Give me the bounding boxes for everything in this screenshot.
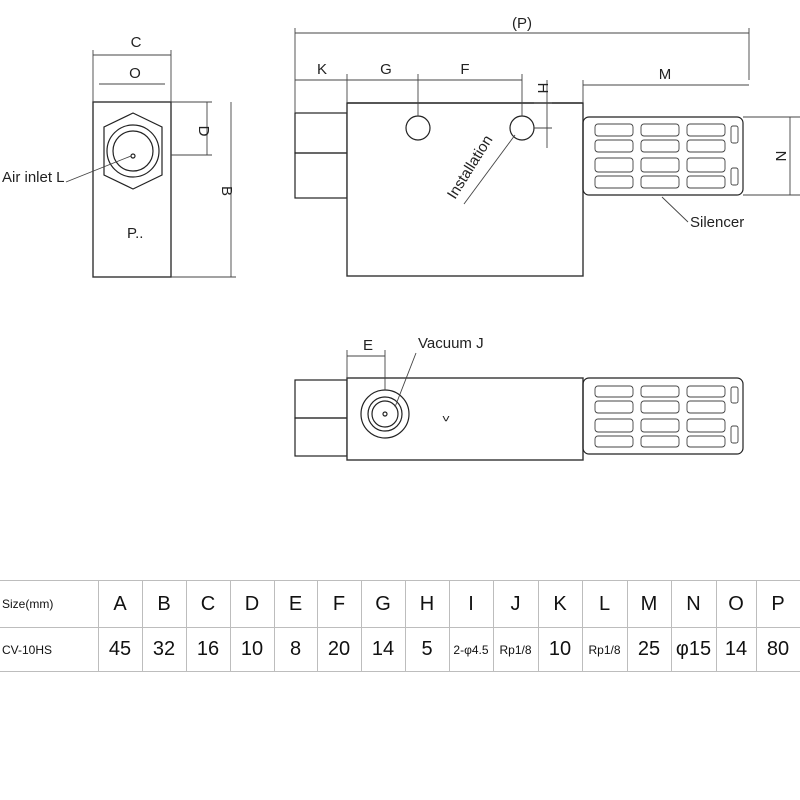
port-mark: P.. (127, 225, 143, 242)
table-header-row-cell: K (538, 580, 583, 628)
table-row-cell: 5 (405, 627, 450, 672)
bottom-stub-bottom (294, 417, 348, 457)
table-header-row-cell: B (142, 580, 187, 628)
table-row-cell: 2-φ4.5 (449, 627, 494, 672)
table-row-cell: Rp1/8 (493, 627, 539, 672)
table-header-row-cell: J (493, 580, 539, 628)
front-view-body (346, 102, 584, 277)
table-row-label-cell: CV-10HS (0, 627, 99, 672)
dim-h-label: H (534, 83, 551, 94)
vacuum-label: Vacuum J (418, 335, 484, 352)
side-view-body (92, 101, 172, 278)
dim-o-label: O (129, 65, 141, 82)
bottom-view: E Vacuum J ^ (294, 335, 744, 461)
vacuum-leader (394, 352, 417, 408)
table-header-row-label-cell: Size(mm) (0, 580, 99, 628)
dim-g-label: G (380, 61, 392, 78)
bottom-silencer-body (582, 377, 744, 455)
dim-e-label: E (363, 337, 373, 354)
table-row-cell: 14 (716, 627, 757, 672)
table-row-cell: 20 (317, 627, 362, 672)
table-header-row-cell: L (582, 580, 628, 628)
hex-fitting (103, 112, 163, 190)
bottom-stub-top (294, 379, 348, 419)
table-header-row-cell: D (230, 580, 275, 628)
table-row-cell: 80 (756, 627, 800, 672)
view-arrow: ^ (442, 407, 449, 424)
table-header-row-cell: G (361, 580, 406, 628)
table-row-cell: φ15 (671, 627, 717, 672)
dim-b-label: B (218, 186, 235, 196)
technical-drawing: C O D B Air inlet L P.. (2, 15, 800, 461)
stub-fitting-bottom (294, 152, 348, 199)
table-header-row-cell: M (627, 580, 672, 628)
table-header-row-cell: C (186, 580, 231, 628)
table-header-row-cell: F (317, 580, 362, 628)
dim-d-label: D (195, 126, 212, 137)
fitting-ring-outer (106, 124, 160, 178)
table-header-row-cell: P (756, 580, 800, 628)
dim-k-label: K (317, 61, 327, 78)
table-header-row-cell: A (98, 580, 143, 628)
table-row-cell: 10 (538, 627, 583, 672)
fitting-ring-inner (112, 130, 154, 172)
table-row-cell: 10 (230, 627, 275, 672)
dim-f-label: F (460, 61, 469, 78)
table-row-cell: 14 (361, 627, 406, 672)
vacuum-port-hole (382, 411, 388, 417)
table-row-cell: 32 (142, 627, 187, 672)
table-header-row-cell: N (671, 580, 717, 628)
table-header-row-cell: O (716, 580, 757, 628)
side-view: C O D B Air inlet L P.. (2, 34, 236, 278)
table-row-cell: 45 (98, 627, 143, 672)
vacuum-port-mid (367, 396, 403, 432)
dim-p-label: (P) (512, 15, 532, 32)
table-row-cell: 16 (186, 627, 231, 672)
installation-leader (463, 134, 516, 205)
vacuum-port-inner (371, 400, 399, 428)
silencer-leader (661, 196, 689, 223)
table-row-cell: 8 (274, 627, 318, 672)
front-view: (P) K G F H M N Installation Silencer (294, 15, 800, 277)
dim-m-label: M (659, 66, 672, 83)
table-header-row-cell: H (405, 580, 450, 628)
table-row-cell: 25 (627, 627, 672, 672)
stub-fitting-top (294, 112, 348, 154)
table-header-row-cell: E (274, 580, 318, 628)
dim-c-label: C (131, 34, 142, 51)
dim-n-label: N (772, 151, 789, 162)
air-inlet-label: Air inlet L (2, 169, 65, 186)
table-row-cell: Rp1/8 (582, 627, 628, 672)
table-header-row-cell: I (449, 580, 494, 628)
silencer-body (582, 116, 744, 196)
air-inlet-leader (65, 155, 132, 183)
bottom-view-body (346, 377, 584, 461)
silencer-label: Silencer (690, 214, 744, 231)
